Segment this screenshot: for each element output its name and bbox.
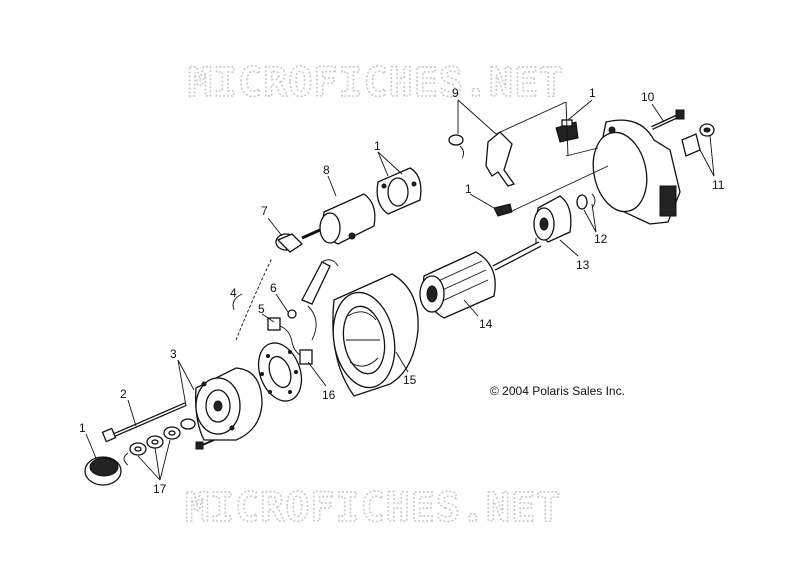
end-cap-part xyxy=(84,456,122,486)
label-8-solenoid: 8 xyxy=(323,163,330,177)
shift-fork-part xyxy=(448,131,516,187)
label-6-brush-spring: 6 xyxy=(270,281,277,295)
label-1-end-cap: 1 xyxy=(79,421,86,435)
rear-housing-part xyxy=(195,367,263,441)
field-housing-part xyxy=(332,273,419,397)
label-10-bolt: 10 xyxy=(641,90,655,104)
pinion-clutch-part xyxy=(533,195,572,243)
watermark-bottom: MICROFICHES.NET xyxy=(185,485,561,531)
label-1-plug: 1 xyxy=(589,86,596,100)
label-15-field-housing: 15 xyxy=(403,373,417,387)
plunger-part xyxy=(275,233,304,253)
label-17-washers: 17 xyxy=(153,482,167,496)
watermark-top: MICROFICHES.NET xyxy=(188,60,564,106)
group-bracket-4 xyxy=(235,257,273,341)
label-5-brush: 5 xyxy=(258,302,265,316)
label-7-plunger: 7 xyxy=(261,204,268,218)
leader-lines xyxy=(85,99,715,481)
copyright-notice: © 2004 Polaris Sales Inc. xyxy=(490,384,625,398)
label-3-rear-housing: 3 xyxy=(170,347,177,361)
brush-assembly-part xyxy=(267,259,339,365)
armature-part xyxy=(419,238,542,319)
label-16-brush-holder: 16 xyxy=(322,388,336,402)
drive-housing-part xyxy=(592,119,681,225)
label-1-seal-tab: 1 xyxy=(465,182,472,196)
label-13-pinion: 13 xyxy=(576,258,590,272)
seal-tab-part xyxy=(493,203,513,217)
through-bolt-part xyxy=(101,402,187,443)
callout-labels: 1 2 3 4 5 6 7 8 1 9 1 10 11 1 12 13 14 1… xyxy=(79,86,725,496)
clip-ring-part xyxy=(576,193,596,210)
label-2-through-bolt: 2 xyxy=(120,387,127,401)
label-9-shift-fork: 9 xyxy=(452,86,459,100)
gasket-plate-part xyxy=(376,167,422,215)
label-12-clip: 12 xyxy=(594,232,608,246)
label-1-gasket: 1 xyxy=(374,139,381,153)
label-14-armature: 14 xyxy=(479,317,493,331)
bushing-set-part xyxy=(681,123,715,157)
solenoid-part xyxy=(301,193,376,245)
brush-plate-part xyxy=(257,342,303,402)
washer-set-part xyxy=(123,418,196,466)
label-4-brush-group: 4 xyxy=(230,286,237,300)
bolt-10-part xyxy=(651,109,685,130)
screw-part xyxy=(195,439,215,450)
label-11-bushings: 11 xyxy=(712,178,725,192)
